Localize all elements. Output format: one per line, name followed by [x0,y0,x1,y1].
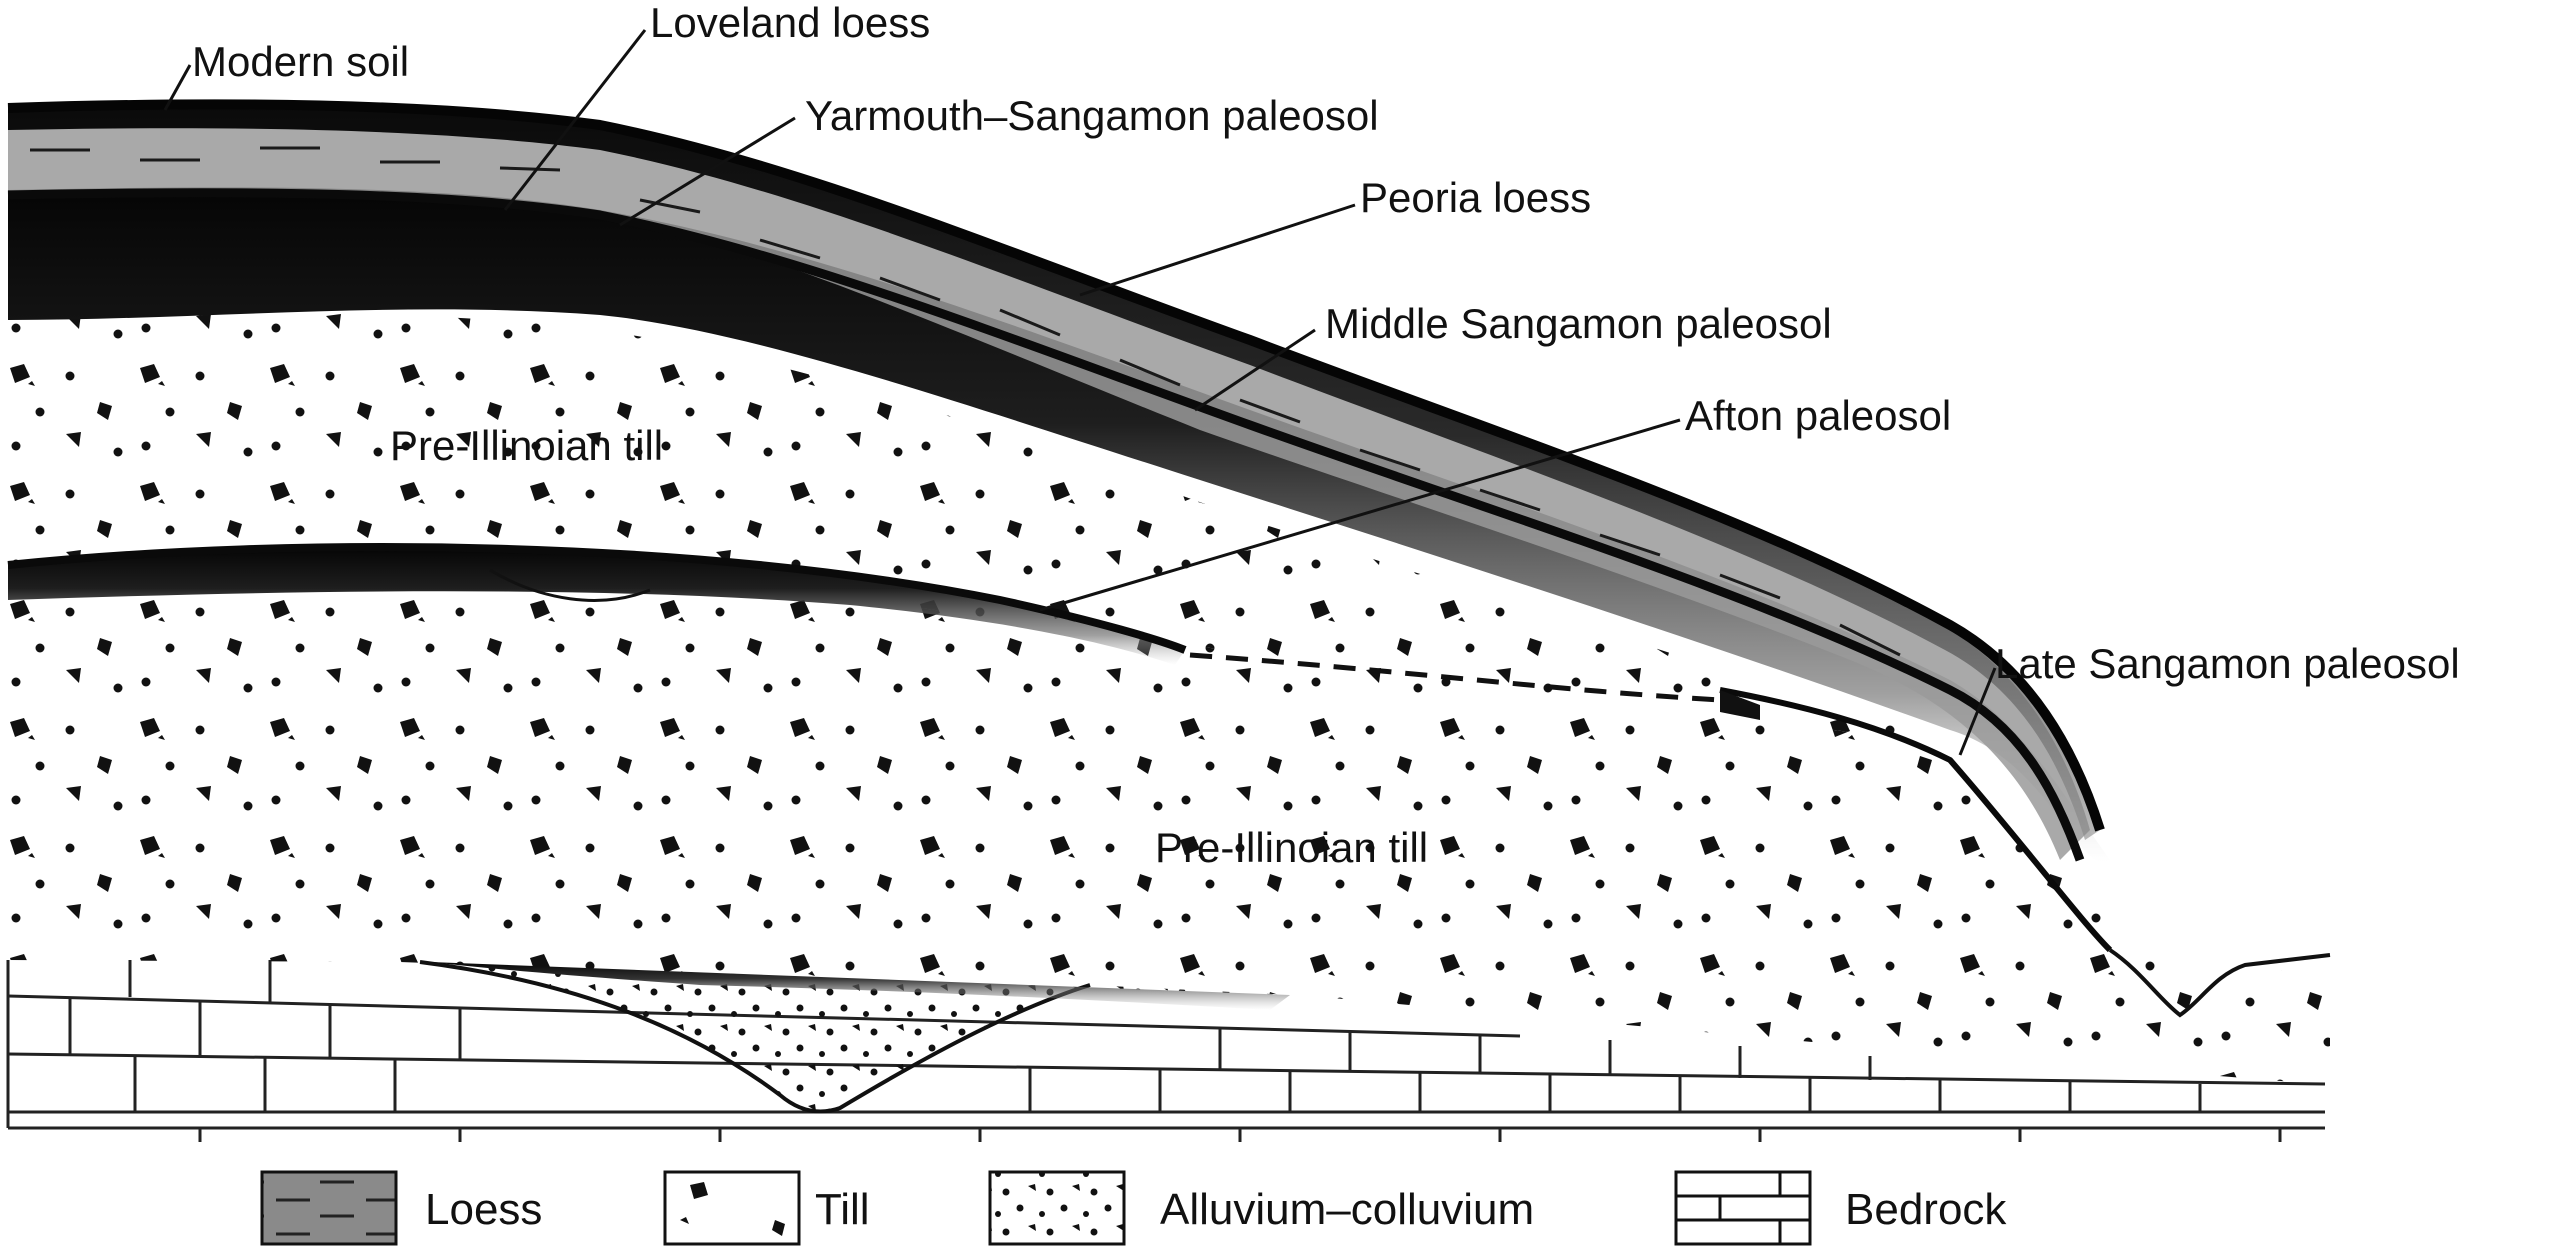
label-afton-paleosol: Afton paleosol [1685,392,1951,439]
legend-swatch-bedrock [1676,1172,1810,1244]
legend-label-bedrock: Bedrock [1845,1185,2007,1234]
legend: Loess Till Alluvium–colluvium Bedrock [262,1172,2007,1244]
legend-label-alluvium-colluvium: Alluvium–colluvium [1160,1185,1534,1234]
label-late-sangamon-paleosol: Late Sangamon paleosol [1995,640,2460,687]
legend-item-loess: Loess [262,1172,542,1244]
legend-swatch-loess [262,1172,396,1244]
label-peoria-loess: Peoria loess [1360,174,1591,221]
legend-item-alluvium-colluvium: Alluvium–colluvium [990,1172,1534,1244]
legend-swatch-alluvium-colluvium [990,1172,1124,1244]
label-loveland-loess: Loveland loess [650,0,930,46]
label-pre-illinoian-till-upper: Pre-Illinoian till [390,422,663,469]
label-yarmouth-sangamon-paleosol: Yarmouth–Sangamon paleosol [805,92,1379,139]
legend-item-bedrock: Bedrock [1676,1172,2007,1244]
legend-label-loess: Loess [425,1185,542,1234]
label-middle-sangamon-paleosol: Middle Sangamon paleosol [1325,300,1832,347]
leader-peoria-loess [1080,205,1355,295]
legend-item-till: Till [665,1172,870,1244]
legend-label-till: Till [815,1185,870,1234]
label-pre-illinoian-till-lower: Pre-Illinoian till [1155,824,1428,871]
label-modern-soil: Modern soil [192,38,409,85]
